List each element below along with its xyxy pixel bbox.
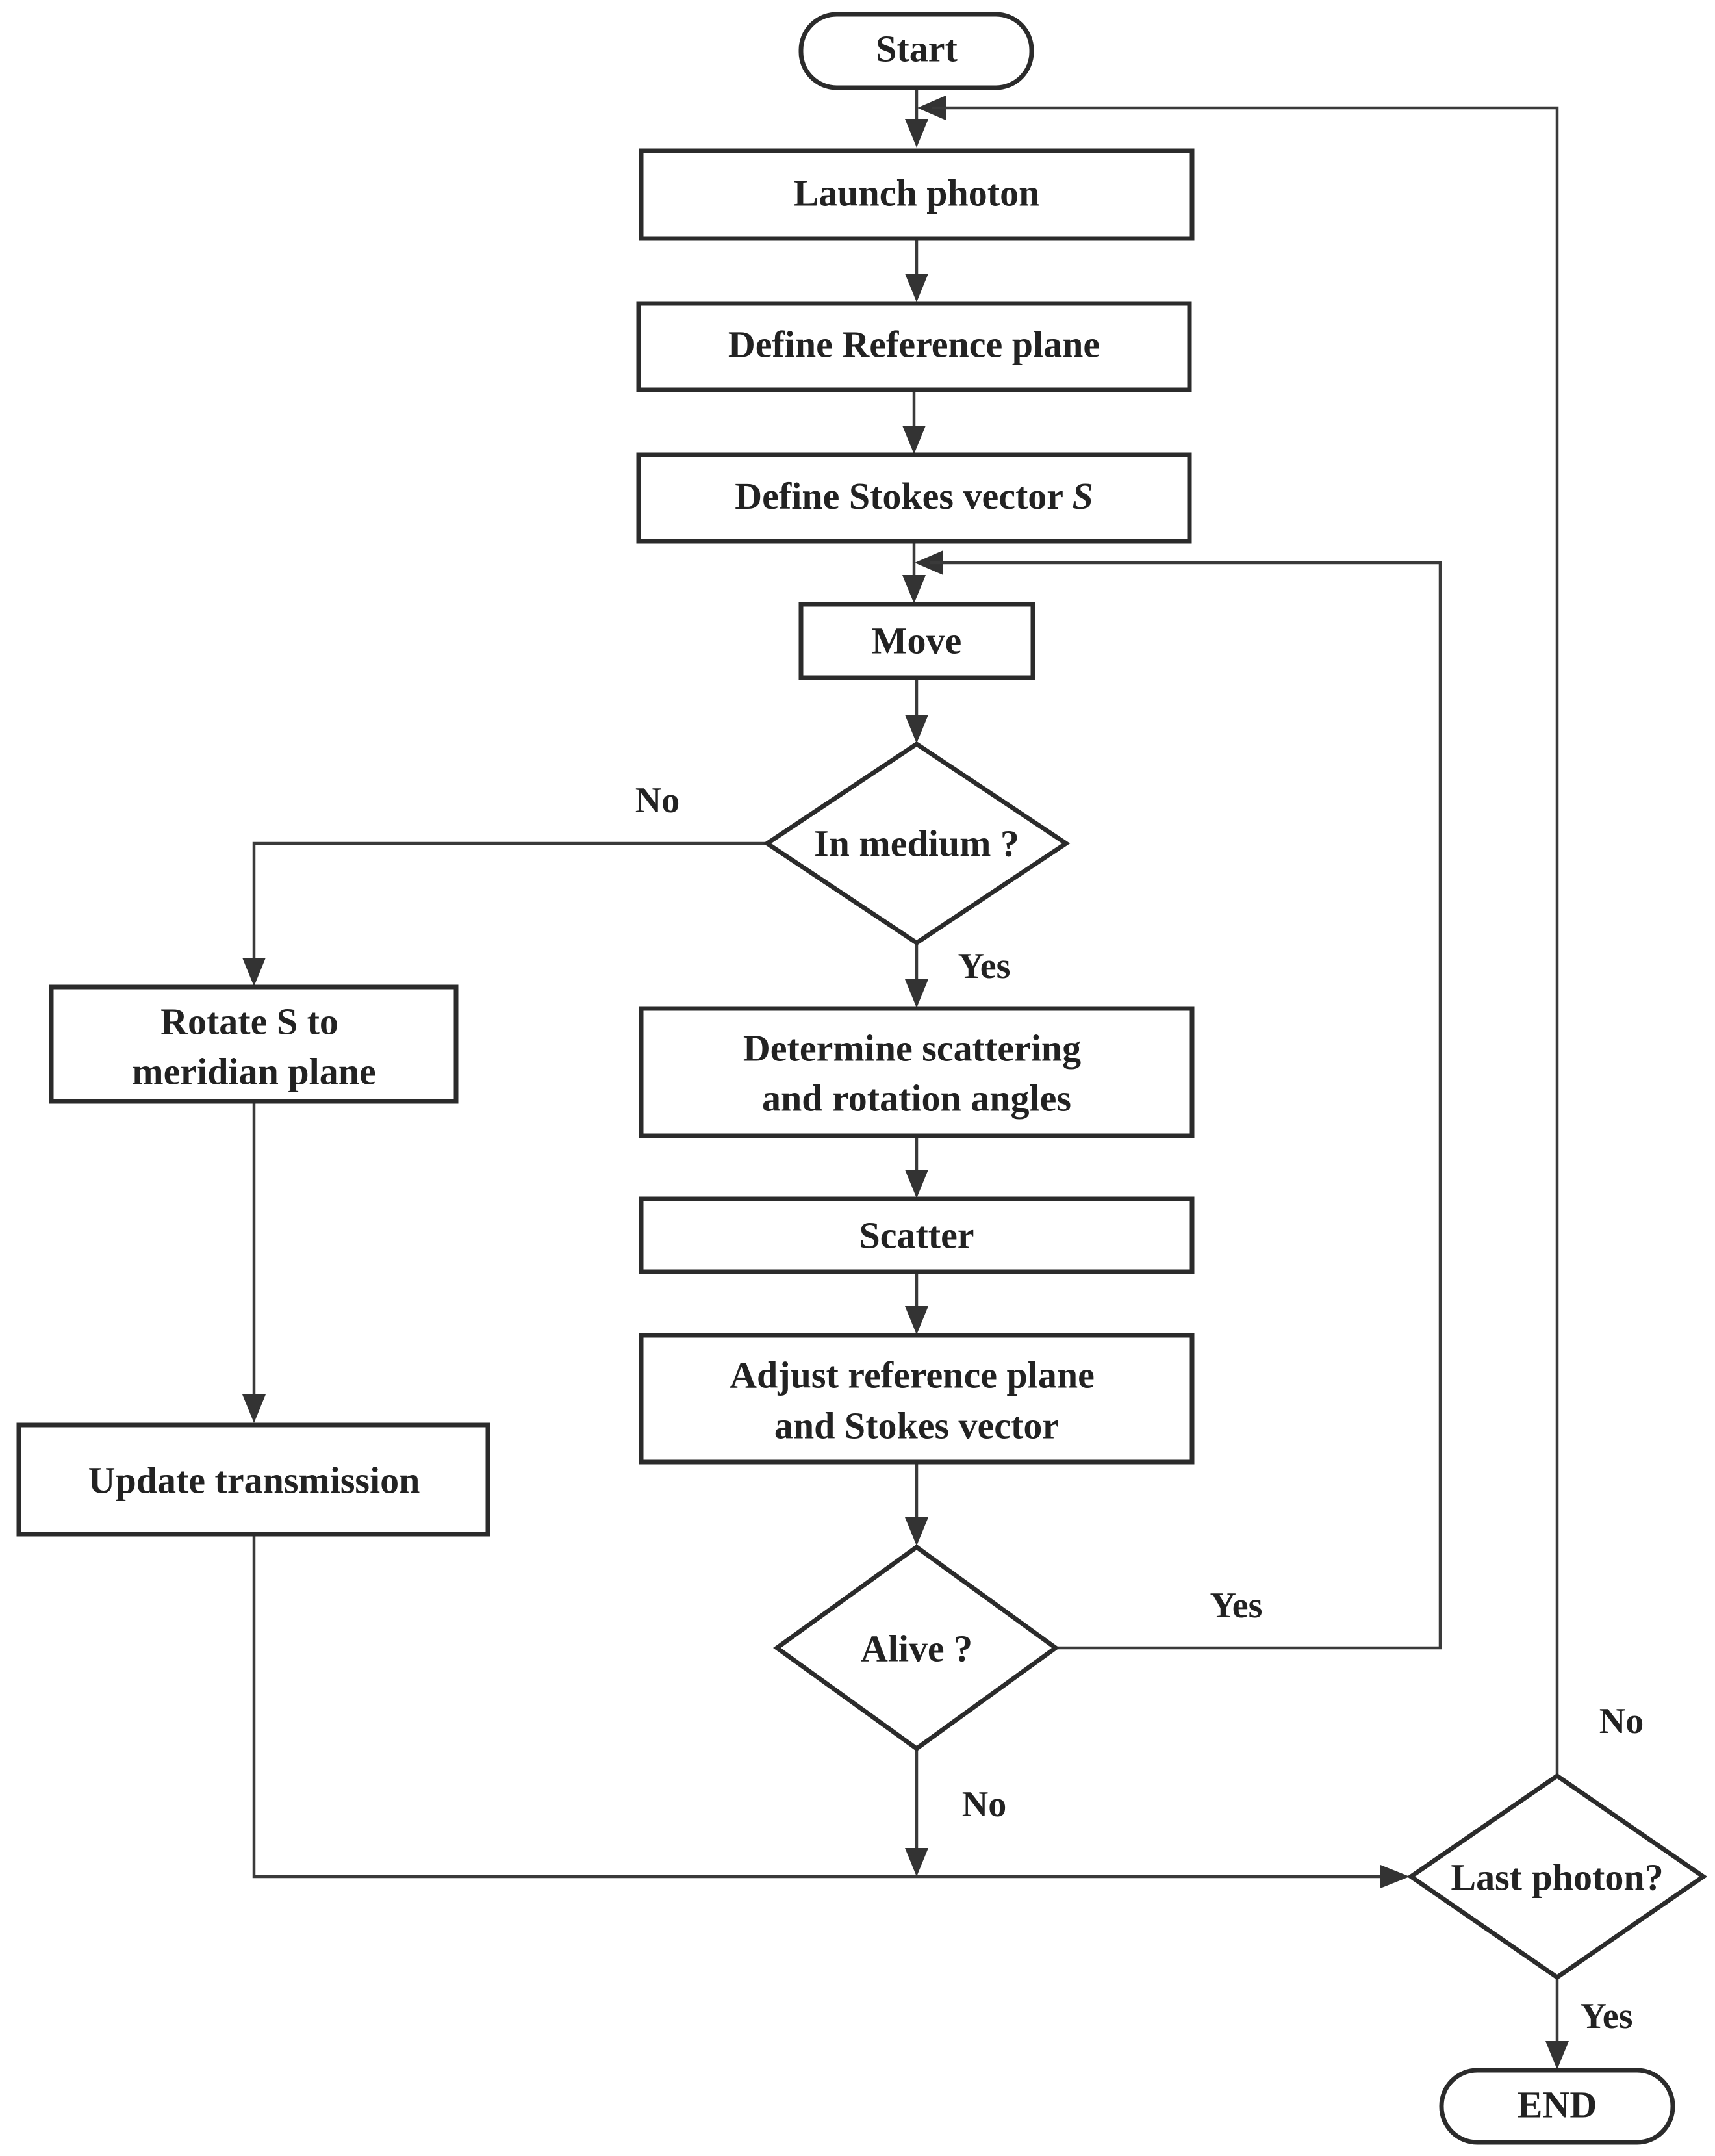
in-medium-yes-label: Yes xyxy=(958,946,1011,986)
arrowhead xyxy=(902,426,926,454)
alive-no-label: No xyxy=(962,1784,1006,1825)
node-scatter: Scatter xyxy=(639,1196,1195,1274)
edge-inmedium-no xyxy=(252,841,767,978)
node-determine-angles: Determine scattering and rotation angles xyxy=(639,1006,1195,1138)
arrowhead xyxy=(905,715,928,743)
decision-alive: Alive ? xyxy=(773,1544,1060,1752)
last-yes-label: Yes xyxy=(1581,1996,1633,2036)
determine-angles-line1: Determine scattering xyxy=(743,1027,1081,1069)
arrowhead xyxy=(905,1306,928,1335)
decision-last-photon: Last photon? xyxy=(1406,1773,1708,1981)
in-medium-label: In medium ? xyxy=(814,822,1019,864)
arrowhead xyxy=(1380,1865,1410,1888)
arrowhead xyxy=(905,1517,928,1546)
edge-update-to-last xyxy=(252,1536,1393,1879)
edges xyxy=(242,89,1569,2070)
scatter-label: Scatter xyxy=(859,1214,974,1256)
adjust-reference-line1: Adjust reference plane xyxy=(730,1354,1095,1396)
arrowhead xyxy=(905,119,928,148)
end-label: END xyxy=(1518,2083,1597,2125)
start-label: Start xyxy=(876,27,958,70)
arrowhead xyxy=(905,979,928,1008)
decision-in-medium: In medium ? xyxy=(763,741,1071,946)
in-medium-no-label: No xyxy=(635,780,680,821)
arrowhead xyxy=(902,575,926,604)
arrowhead xyxy=(915,550,943,575)
define-stokes-vector-label: Define Stokes vector S xyxy=(735,475,1093,517)
arrowhead xyxy=(905,1848,928,1877)
alive-yes-label: Yes xyxy=(1210,1585,1263,1626)
node-move: Move xyxy=(798,602,1035,680)
last-photon-label: Last photon? xyxy=(1451,1856,1663,1898)
rotate-s-line1: Rotate S to xyxy=(160,1000,338,1042)
node-launch-photon: Launch photon xyxy=(639,148,1195,241)
stokes-symbol: S xyxy=(1072,475,1093,517)
arrowhead xyxy=(1545,2041,1569,2070)
node-adjust-reference: Adjust reference plane and Stokes vector xyxy=(639,1333,1195,1465)
launch-photon-label: Launch photon xyxy=(794,172,1040,214)
node-define-stokes-vector: Define Stokes vector S xyxy=(636,452,1192,544)
rotate-s-line2: meridian plane xyxy=(132,1050,375,1092)
arrowhead xyxy=(905,1170,928,1198)
node-update-transmission: Update transmission xyxy=(16,1422,490,1537)
node-rotate-s: Rotate S to meridian plane xyxy=(49,984,459,1104)
determine-angles-line2: and rotation angles xyxy=(762,1077,1071,1119)
alive-label: Alive ? xyxy=(861,1627,972,1669)
node-start: Start xyxy=(798,12,1034,90)
node-define-reference-plane: Define Reference plane xyxy=(636,301,1192,392)
define-stokes-vector-text: Define Stokes vector xyxy=(735,475,1063,517)
last-no-label: No xyxy=(1599,1701,1644,1741)
arrowhead xyxy=(242,1394,266,1423)
move-label: Move xyxy=(872,619,962,661)
arrowhead xyxy=(905,274,928,302)
edge-last-no-loop xyxy=(932,106,1559,1775)
define-reference-plane-label: Define Reference plane xyxy=(728,323,1100,365)
arrowhead xyxy=(242,958,266,986)
stokes-space xyxy=(1063,475,1073,517)
edge-alive-yes-loop xyxy=(930,561,1442,1650)
node-end: END xyxy=(1439,2068,1675,2145)
edge-labels: No Yes Yes No No Yes xyxy=(635,780,1644,2036)
adjust-reference-line2: and Stokes vector xyxy=(774,1404,1059,1446)
update-transmission-label: Update transmission xyxy=(88,1459,420,1501)
